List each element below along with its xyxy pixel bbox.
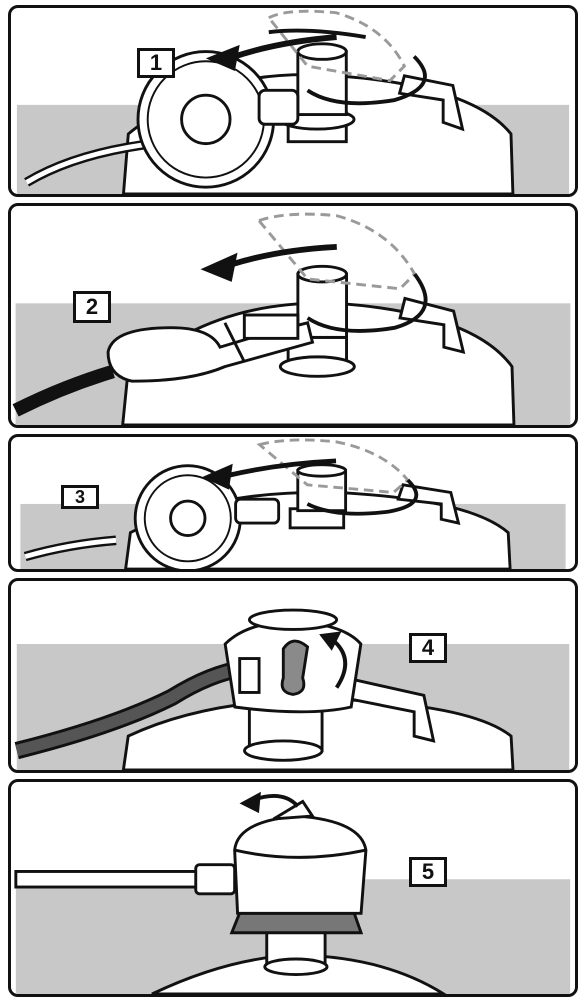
step-1-panel: 1 — [8, 5, 578, 197]
step-1-number: 1 — [137, 48, 175, 78]
step-2-panel: 2 — [8, 203, 578, 428]
step-5-panel: 5 — [8, 779, 578, 997]
step-4-illustration — [11, 581, 575, 770]
step-4-panel: 4 — [8, 578, 578, 773]
step-1-illustration — [11, 8, 575, 194]
step-2-number: 2 — [73, 291, 111, 323]
step-3-panel: 3 — [8, 434, 578, 572]
step-4-number: 4 — [409, 633, 447, 663]
step-5-illustration — [11, 782, 575, 994]
step-5-number: 5 — [409, 857, 447, 887]
step-3-number: 3 — [61, 485, 99, 509]
